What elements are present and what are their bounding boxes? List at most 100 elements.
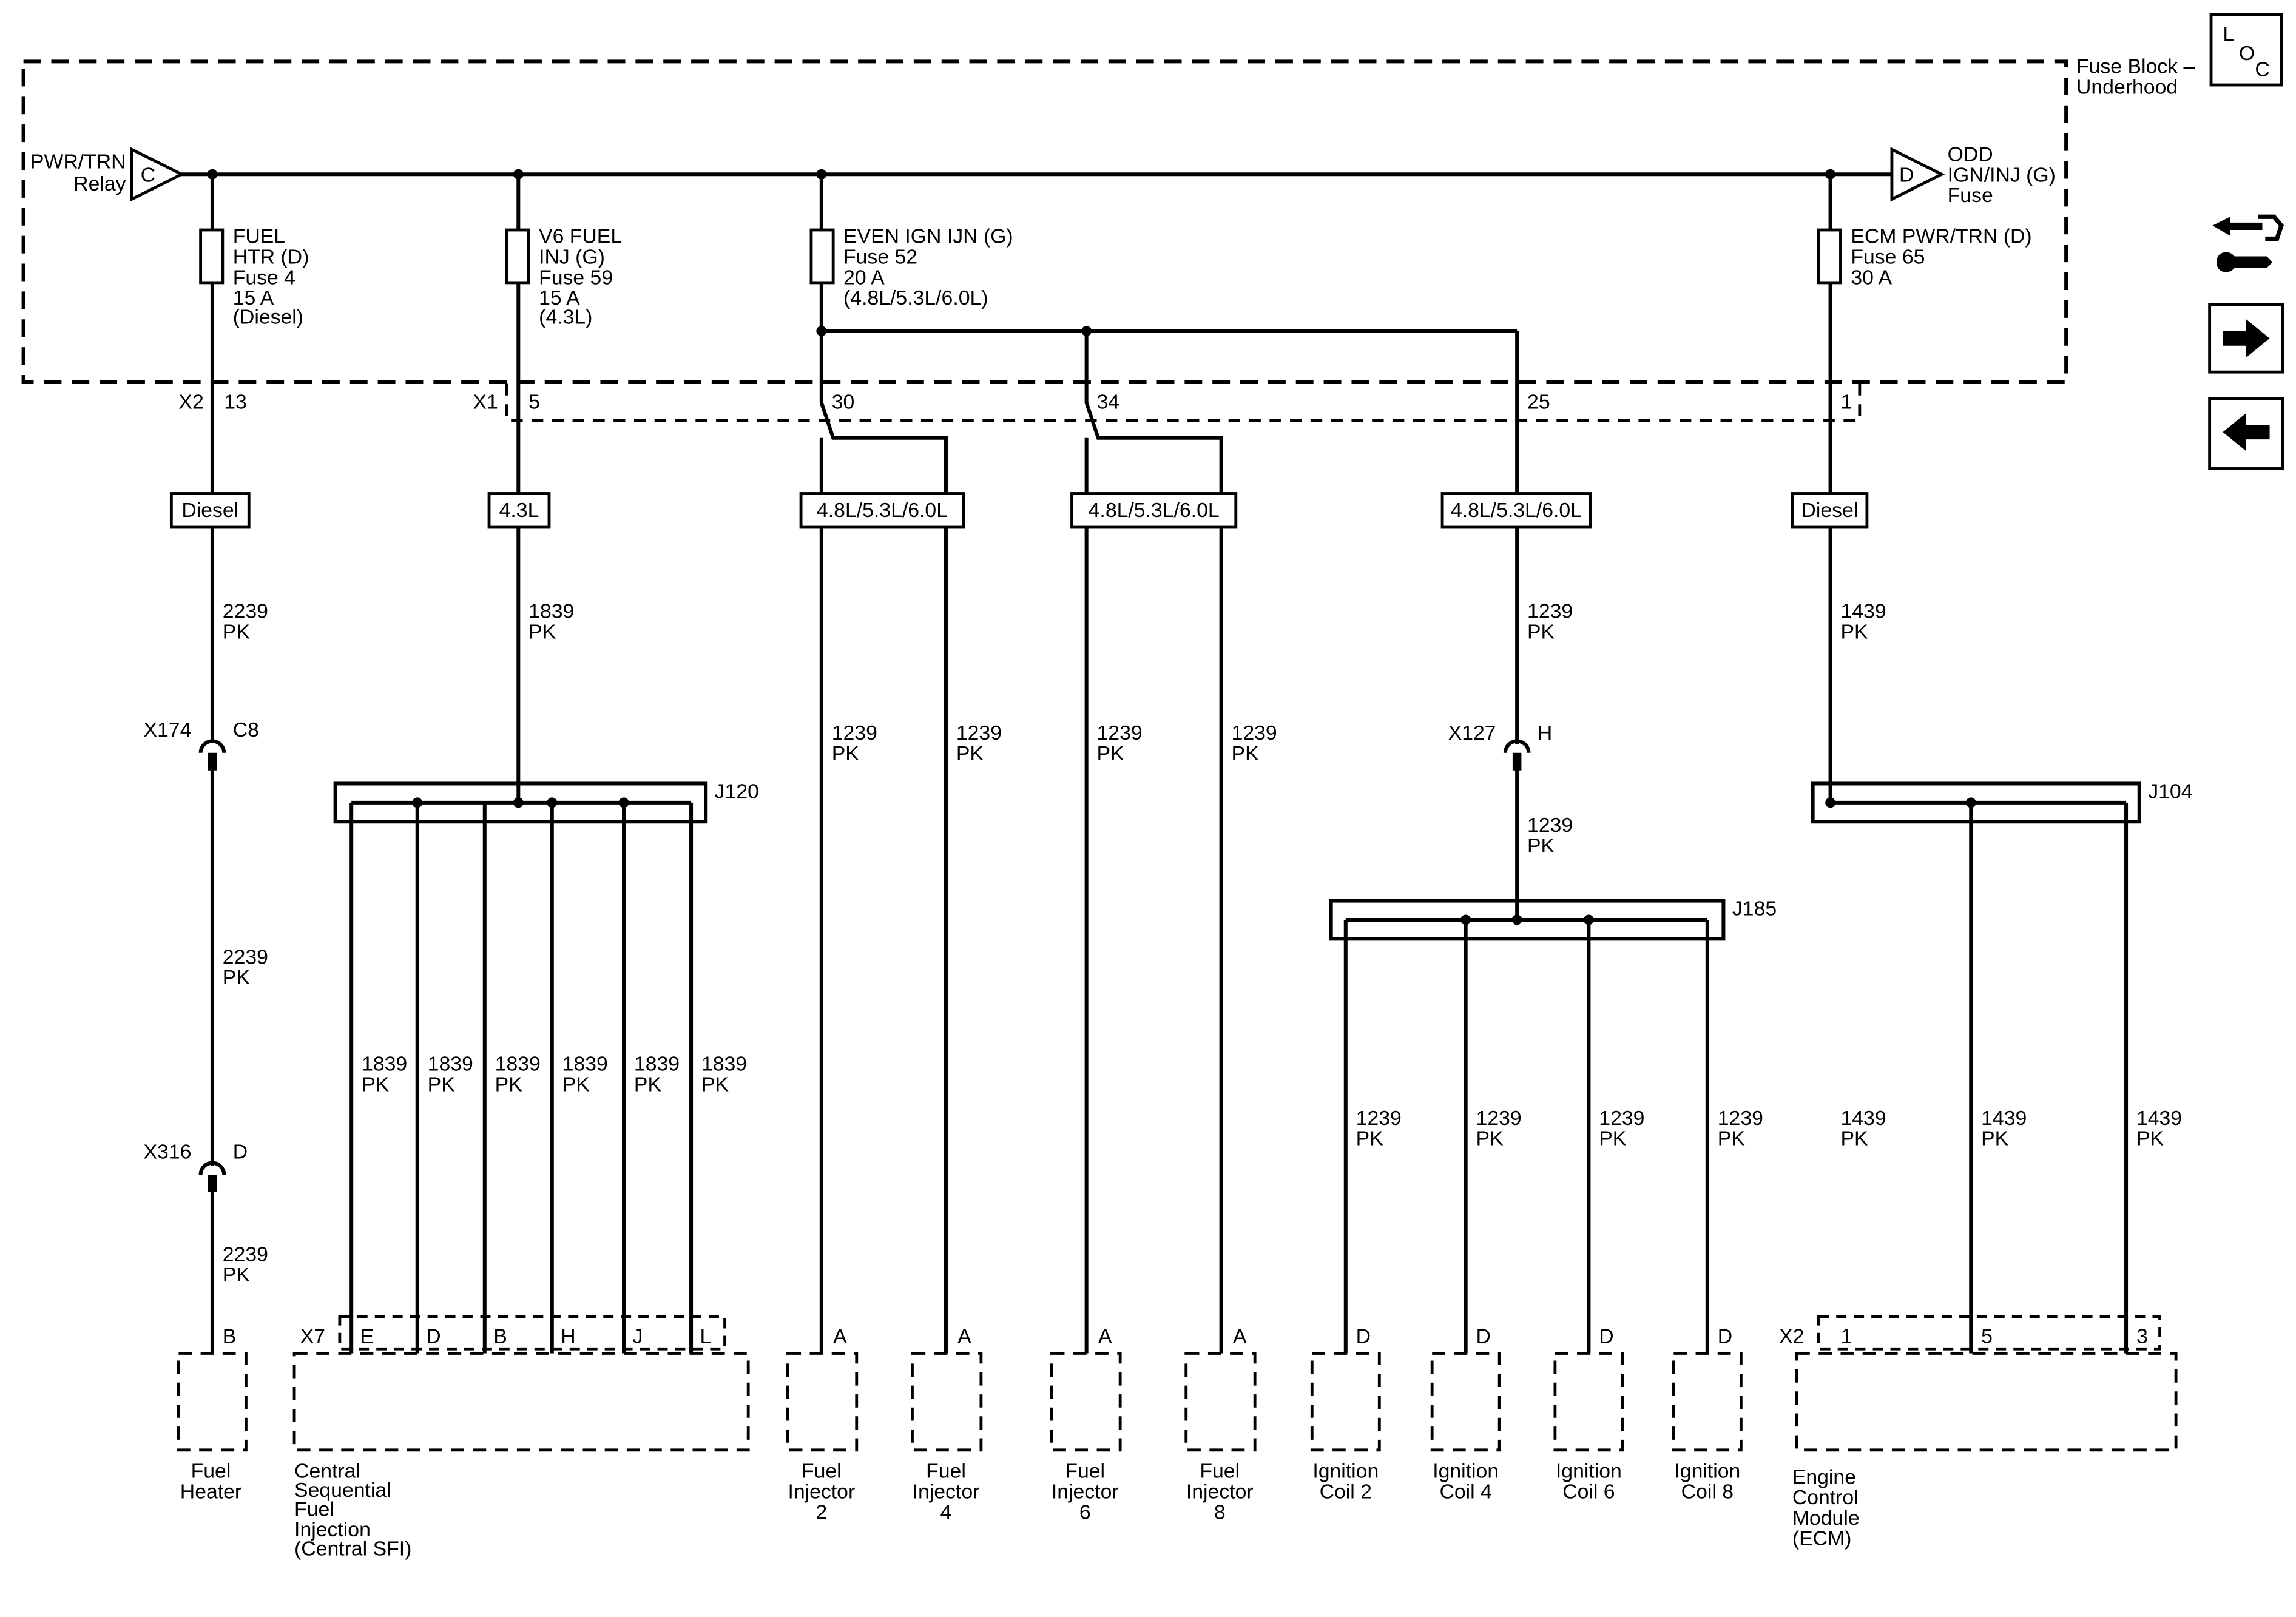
svg-text:PK: PK — [223, 1263, 251, 1286]
svg-text:2239: 2239 — [223, 600, 268, 623]
svg-text:20 A: 20 A — [843, 266, 885, 289]
option-box-4-3l: 4.3L — [487, 492, 551, 529]
svg-text:(4.8L/5.3L/6.0L): (4.8L/5.3L/6.0L) — [843, 286, 988, 309]
svg-text:D: D — [233, 1140, 248, 1163]
fuse-52: EVEN IGN IJN (G) Fuse 52 20 A (4.8L/5.3L… — [809, 225, 1013, 309]
component-fuel-injector-4[interactable] — [911, 1352, 983, 1452]
component-ignition-coil-6[interactable] — [1553, 1352, 1624, 1452]
svg-text:Diesel: Diesel — [1801, 499, 1858, 522]
relay-input-terminal: C — [130, 147, 185, 202]
odd-fuse-label-3: Fuse — [1948, 184, 1993, 207]
svg-text:Coil 2: Coil 2 — [1320, 1480, 1372, 1503]
svg-text:Fuel: Fuel — [802, 1460, 842, 1483]
pin-label: 5 — [1981, 1325, 1993, 1348]
svg-text:1439: 1439 — [1981, 1107, 2027, 1130]
component-ignition-coil-8[interactable] — [1672, 1352, 1743, 1452]
component-fuel-injector-8[interactable] — [1184, 1352, 1257, 1452]
svg-text:Control: Control — [1792, 1486, 1859, 1509]
svg-text:1239: 1239 — [1356, 1107, 1402, 1130]
svg-text:4.8L/5.3L/6.0L: 4.8L/5.3L/6.0L — [817, 499, 948, 522]
svg-text:2: 2 — [815, 1501, 827, 1524]
svg-text:1239: 1239 — [1097, 721, 1143, 744]
svg-text:Coil 4: Coil 4 — [1439, 1480, 1491, 1503]
label-fuel-heater: Fuel Heater — [180, 1460, 241, 1504]
svg-text:C8: C8 — [233, 718, 259, 741]
pin-label: A — [1098, 1325, 1112, 1348]
svg-text:4: 4 — [940, 1501, 952, 1524]
wire-label-1239: 1239 PK — [1097, 721, 1143, 765]
location-icon[interactable]: L O C — [2209, 13, 2283, 87]
option-box-v8: 4.8L/5.3L/6.0L — [1440, 492, 1592, 529]
connector-x1-pin: 34 — [1097, 390, 1120, 413]
svg-text:6: 6 — [1079, 1501, 1091, 1524]
inline-connector-x174: X174 C8 — [144, 718, 259, 771]
svg-text:INJ (G): INJ (G) — [539, 246, 605, 269]
wire-label-2239: 2239 PK — [223, 945, 268, 989]
wire-label-1439: 1439 PK — [1840, 600, 1886, 644]
svg-text:C: C — [141, 163, 155, 186]
svg-text:PK: PK — [1476, 1127, 1504, 1150]
wire-label-1839: 1839 PK — [428, 1053, 473, 1096]
svg-text:Fuel: Fuel — [191, 1460, 231, 1483]
wire-label-1239: 1239 PK — [832, 721, 877, 765]
component-fuel-heater[interactable] — [177, 1352, 248, 1452]
wire-label-1839: 1839 PK — [562, 1053, 608, 1096]
label-ignition-coil-8: Ignition Coil 8 — [1674, 1460, 1740, 1504]
svg-text:1839: 1839 — [495, 1053, 541, 1076]
connector-x1-pin: 5 — [528, 390, 540, 413]
svg-text:C: C — [2255, 58, 2269, 81]
component-ignition-coil-2[interactable] — [1310, 1352, 1381, 1452]
svg-text:PK: PK — [1840, 1127, 1868, 1150]
svg-text:D: D — [1899, 163, 1914, 186]
label-ignition-coil-6: Ignition Coil 6 — [1556, 1460, 1622, 1504]
svg-text:Fuel: Fuel — [1200, 1460, 1240, 1483]
component-ecm[interactable] — [1795, 1352, 2178, 1452]
svg-text:PK: PK — [832, 742, 860, 765]
component-fuel-injector-2[interactable] — [786, 1352, 859, 1452]
back-button[interactable] — [2208, 397, 2284, 470]
svg-text:4.8L/5.3L/6.0L: 4.8L/5.3L/6.0L — [1089, 499, 1220, 522]
svg-text:Fuse 52: Fuse 52 — [843, 246, 917, 269]
tool-icon[interactable] — [2212, 214, 2284, 272]
svg-text:PK: PK — [634, 1073, 662, 1096]
pin-label: D — [1356, 1325, 1371, 1348]
pin-label: L — [700, 1325, 712, 1348]
svg-text:Ignition: Ignition — [1674, 1460, 1740, 1483]
connector-x2-pin: 13 — [224, 390, 247, 413]
svg-text:J104: J104 — [2148, 780, 2192, 803]
wire-label-1239: 1239 PK — [1527, 814, 1573, 857]
svg-text:X127: X127 — [1448, 721, 1496, 744]
svg-text:2239: 2239 — [223, 1243, 268, 1266]
svg-text:L: L — [2223, 23, 2234, 46]
svg-text:(Diesel): (Diesel) — [233, 305, 303, 328]
fuse-65: ECM PWR/TRN (D) Fuse 65 30 A — [1817, 225, 2032, 289]
svg-text:Sequential: Sequential — [294, 1479, 391, 1502]
connector-x7-label: X7 — [300, 1325, 325, 1348]
wires — [210, 174, 2129, 1354]
inline-connector-x316: X316 D — [144, 1140, 248, 1192]
pin-label: H — [561, 1325, 575, 1348]
svg-text:PK: PK — [495, 1073, 523, 1096]
relay-label-2: Relay — [73, 172, 126, 195]
component-ignition-coil-4[interactable] — [1430, 1352, 1501, 1452]
forward-button[interactable] — [2208, 303, 2284, 374]
svg-text:PK: PK — [1232, 742, 1260, 765]
svg-text:X174: X174 — [144, 718, 192, 741]
connector-x1-pin: 25 — [1527, 390, 1550, 413]
svg-text:1239: 1239 — [832, 721, 877, 744]
svg-text:8: 8 — [1214, 1501, 1226, 1524]
svg-text:PK: PK — [701, 1073, 729, 1096]
component-fuel-injector-6[interactable] — [1050, 1352, 1122, 1452]
fuse-block-label-2: Underhood — [2076, 75, 2178, 98]
svg-text:Ignition: Ignition — [1433, 1460, 1499, 1483]
svg-text:Fuel: Fuel — [1065, 1460, 1105, 1483]
pin-label: A — [833, 1325, 847, 1348]
svg-text:PK: PK — [1527, 834, 1555, 857]
svg-text:Fuse 4: Fuse 4 — [233, 266, 295, 289]
wire-label-1439: 1439 PK — [1981, 1107, 2027, 1150]
svg-text:1239: 1239 — [1718, 1107, 1763, 1130]
component-central-sfi[interactable] — [292, 1352, 750, 1452]
option-box-v8: 4.8L/5.3L/6.0L — [799, 492, 965, 529]
svg-text:1239: 1239 — [1527, 600, 1573, 623]
pin-label: D — [426, 1325, 441, 1348]
